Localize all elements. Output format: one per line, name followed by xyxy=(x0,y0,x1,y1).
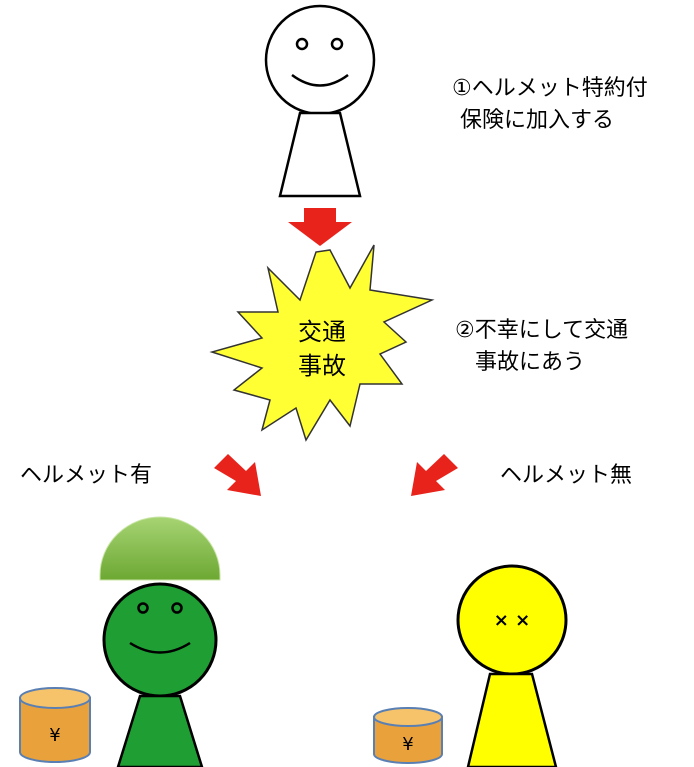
branch-with-helmet-label: ヘルメット有 xyxy=(20,463,153,488)
arrow-down-icon xyxy=(288,208,352,246)
person-injured-icon: × × xyxy=(456,564,568,767)
explosion-burst-icon: 交通 事故 xyxy=(209,244,435,442)
step1-line2: 保険に加入する xyxy=(460,108,615,133)
step1-line1: ①ヘルメット特約付 xyxy=(452,76,648,101)
yen-coin-stack-icon-right: ¥ xyxy=(373,707,443,764)
accident-line2: 事故 xyxy=(298,352,346,380)
person-neutral-icon xyxy=(264,4,376,198)
arrow-down-left-icon xyxy=(214,454,261,496)
coin-symbol-left: ¥ xyxy=(49,725,60,746)
person-helmet-icon xyxy=(99,516,221,767)
step2-label: ②不幸にして交通 事故にあう xyxy=(455,315,628,379)
step2-line2: 事故にあう xyxy=(475,350,586,375)
step2-line1: ②不幸にして交通 xyxy=(455,318,629,343)
coin-symbol-right: ¥ xyxy=(402,734,413,755)
branch-without-helmet-label: ヘルメット無 xyxy=(500,463,633,488)
yen-coin-stack-icon: ¥ xyxy=(19,687,91,763)
step1-label: ①ヘルメット特約付 保険に加入する xyxy=(452,73,648,137)
accident-line1: 交通 xyxy=(298,318,346,346)
eyes-dazed: × × xyxy=(494,610,530,631)
arrow-down-right-icon xyxy=(411,454,458,496)
